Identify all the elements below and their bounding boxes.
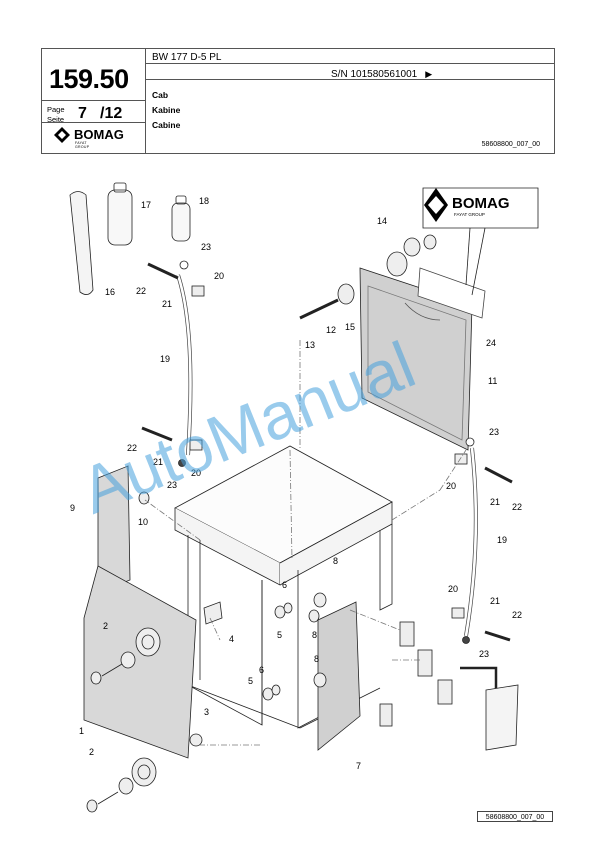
sticker-sub: FAYAT GROUP (454, 212, 485, 217)
page-label: Page Seite (47, 105, 65, 124)
callout-21: 21 (490, 596, 501, 606)
callout-6: 6 (282, 580, 288, 590)
callout-4: 4 (229, 634, 235, 644)
divider (145, 79, 554, 80)
callout-14: 14 (377, 216, 388, 226)
callout-6: 6 (259, 665, 265, 675)
title-en: Cab (152, 90, 169, 100)
page-number: 159.50 (49, 64, 129, 94)
callout-23: 23 (479, 649, 490, 659)
callout-18: 18 (199, 196, 210, 206)
callout-21: 21 (162, 299, 173, 309)
callout-13: 13 (305, 340, 316, 350)
callout-19: 19 (497, 535, 508, 545)
callout-21: 21 (490, 497, 501, 507)
callout-2: 2 (89, 747, 95, 757)
callout-21: 21 (153, 457, 164, 467)
divider (42, 100, 145, 101)
header-table: BW 177 D-5 PL S/N 101580561001▶ 159.50 P… (41, 48, 555, 154)
callout-8: 8 (314, 654, 320, 664)
callout-5: 5 (248, 676, 254, 686)
callout-22: 22 (512, 610, 523, 620)
callout-20: 20 (214, 271, 225, 281)
document-reference: 58608800_007_00 (481, 141, 540, 148)
callout-8: 8 (333, 556, 339, 566)
title-fr: Cabine (152, 120, 181, 130)
callout-17: 17 (141, 200, 152, 210)
callout-16: 16 (105, 287, 116, 297)
callout-19: 19 (160, 354, 171, 364)
callout-23: 23 (167, 480, 178, 490)
footer-reference: 58608800_007_00 (477, 811, 553, 822)
callout-5: 5 (277, 630, 283, 640)
callout-12: 12 (326, 325, 337, 335)
page-total: /12 (100, 105, 123, 122)
callout-22: 22 (136, 286, 147, 296)
callout-10: 10 (138, 517, 149, 527)
callout-2: 2 (103, 621, 109, 631)
callout-20: 20 (448, 584, 459, 594)
section-titles: Cab Kabine Cabine (152, 88, 180, 133)
callout-20: 20 (191, 468, 202, 478)
exploded-parts-diagram: 17 18 23 20 16 22 21 14 12 15 13 24 11 1… (0, 160, 612, 830)
model-label: BW 177 D-5 PL (152, 52, 222, 63)
callout-7: 7 (356, 761, 362, 771)
parts-drawing (69, 182, 539, 813)
callout-23: 23 (489, 427, 500, 437)
bomag-logo: BOMAG FAYAT GROUP (54, 127, 124, 149)
serial-number: S/N 101580561001▶ (331, 69, 433, 80)
callout-15: 15 (345, 322, 356, 332)
callout-22: 22 (512, 502, 523, 512)
callout-3: 3 (204, 707, 210, 717)
callout-11: 11 (488, 376, 498, 386)
callout-1: 1 (79, 726, 85, 736)
title-de: Kabine (152, 105, 181, 115)
callout-9: 9 (70, 503, 76, 513)
sticker-brand: BOMAG (452, 195, 510, 212)
callout-8: 8 (312, 630, 318, 640)
divider (42, 122, 145, 123)
callout-20: 20 (446, 481, 457, 491)
divider (145, 63, 554, 64)
callout-22: 22 (127, 443, 138, 453)
divider (145, 49, 146, 153)
bomag-diamond-icon (54, 127, 70, 143)
arrow-right-icon: ▶ (425, 69, 433, 79)
page-current: 7 (78, 105, 87, 122)
callout-24: 24 (486, 338, 497, 348)
callout-23: 23 (201, 242, 212, 252)
